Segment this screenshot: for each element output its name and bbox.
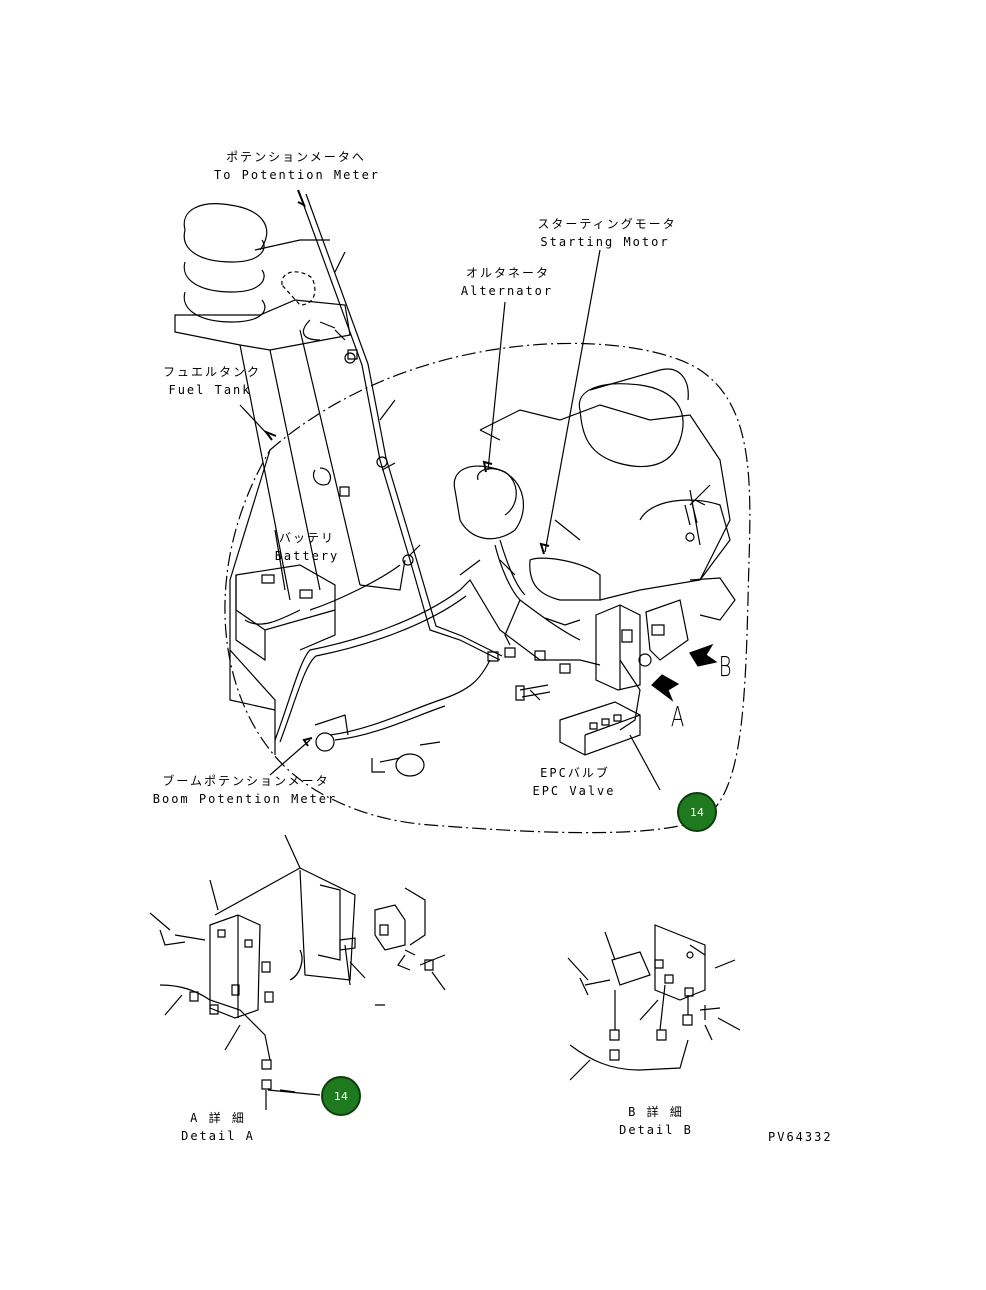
label-alternator-jp: オルタネータ: [465, 266, 551, 280]
view-label-b: B: [718, 650, 732, 683]
potention-cable: [298, 190, 502, 660]
label-fuel-tank-jp: フュエルタンク: [162, 365, 262, 379]
label-starting-motor-jp: スターティングモータ: [537, 217, 677, 231]
label-battery-jp: バッテリ: [278, 531, 336, 545]
boom-meter-shape: [315, 715, 440, 776]
bolts: [516, 503, 697, 700]
label-boom-meter-jp: ブームポテンションメータ: [162, 774, 330, 788]
label-potention-meter-en: To Potention Meter: [213, 168, 381, 182]
view-arrow-a: [652, 675, 678, 700]
label-detail-a-en: Detail A: [181, 1129, 255, 1143]
label-battery-en: Battery: [274, 549, 340, 563]
label-epc-valve-en: EPC Valve: [532, 784, 616, 798]
callout-main: 14: [677, 792, 717, 832]
view-label-a: A: [670, 700, 685, 733]
view-arrow-b: [690, 645, 716, 666]
engine-block: [454, 369, 735, 620]
label-epc-valve-jp: EPCバルブ: [540, 766, 610, 780]
callout-leader-detail-a: [268, 1090, 320, 1095]
callout-detail-a: 14: [321, 1076, 361, 1116]
label-detail-b-en: Detail B: [619, 1123, 693, 1137]
label-potention-meter-jp: ポテンションメータへ: [226, 150, 366, 164]
label-starting-motor-en: Starting Motor: [540, 235, 670, 249]
controller-box: [596, 600, 688, 690]
battery-shape: [230, 565, 335, 710]
label-alternator-en: Alternator: [460, 284, 554, 298]
detail-b-drawing: [568, 925, 740, 1080]
label-fuel-tank-en: Fuel Tank: [168, 383, 252, 397]
leader-lines: [240, 250, 710, 790]
boom-structure: [175, 204, 405, 755]
label-boom-meter-en: Boom Potention Meter: [152, 792, 338, 806]
drawing-number: PV64332: [768, 1130, 833, 1144]
wire-harness: [245, 350, 640, 742]
label-detail-a-jp: A 詳 細: [190, 1111, 246, 1125]
epc-valve-shape: [560, 702, 640, 755]
label-detail-b-jp: B 詳 細: [628, 1105, 684, 1119]
detail-a-drawing: [150, 835, 445, 1110]
